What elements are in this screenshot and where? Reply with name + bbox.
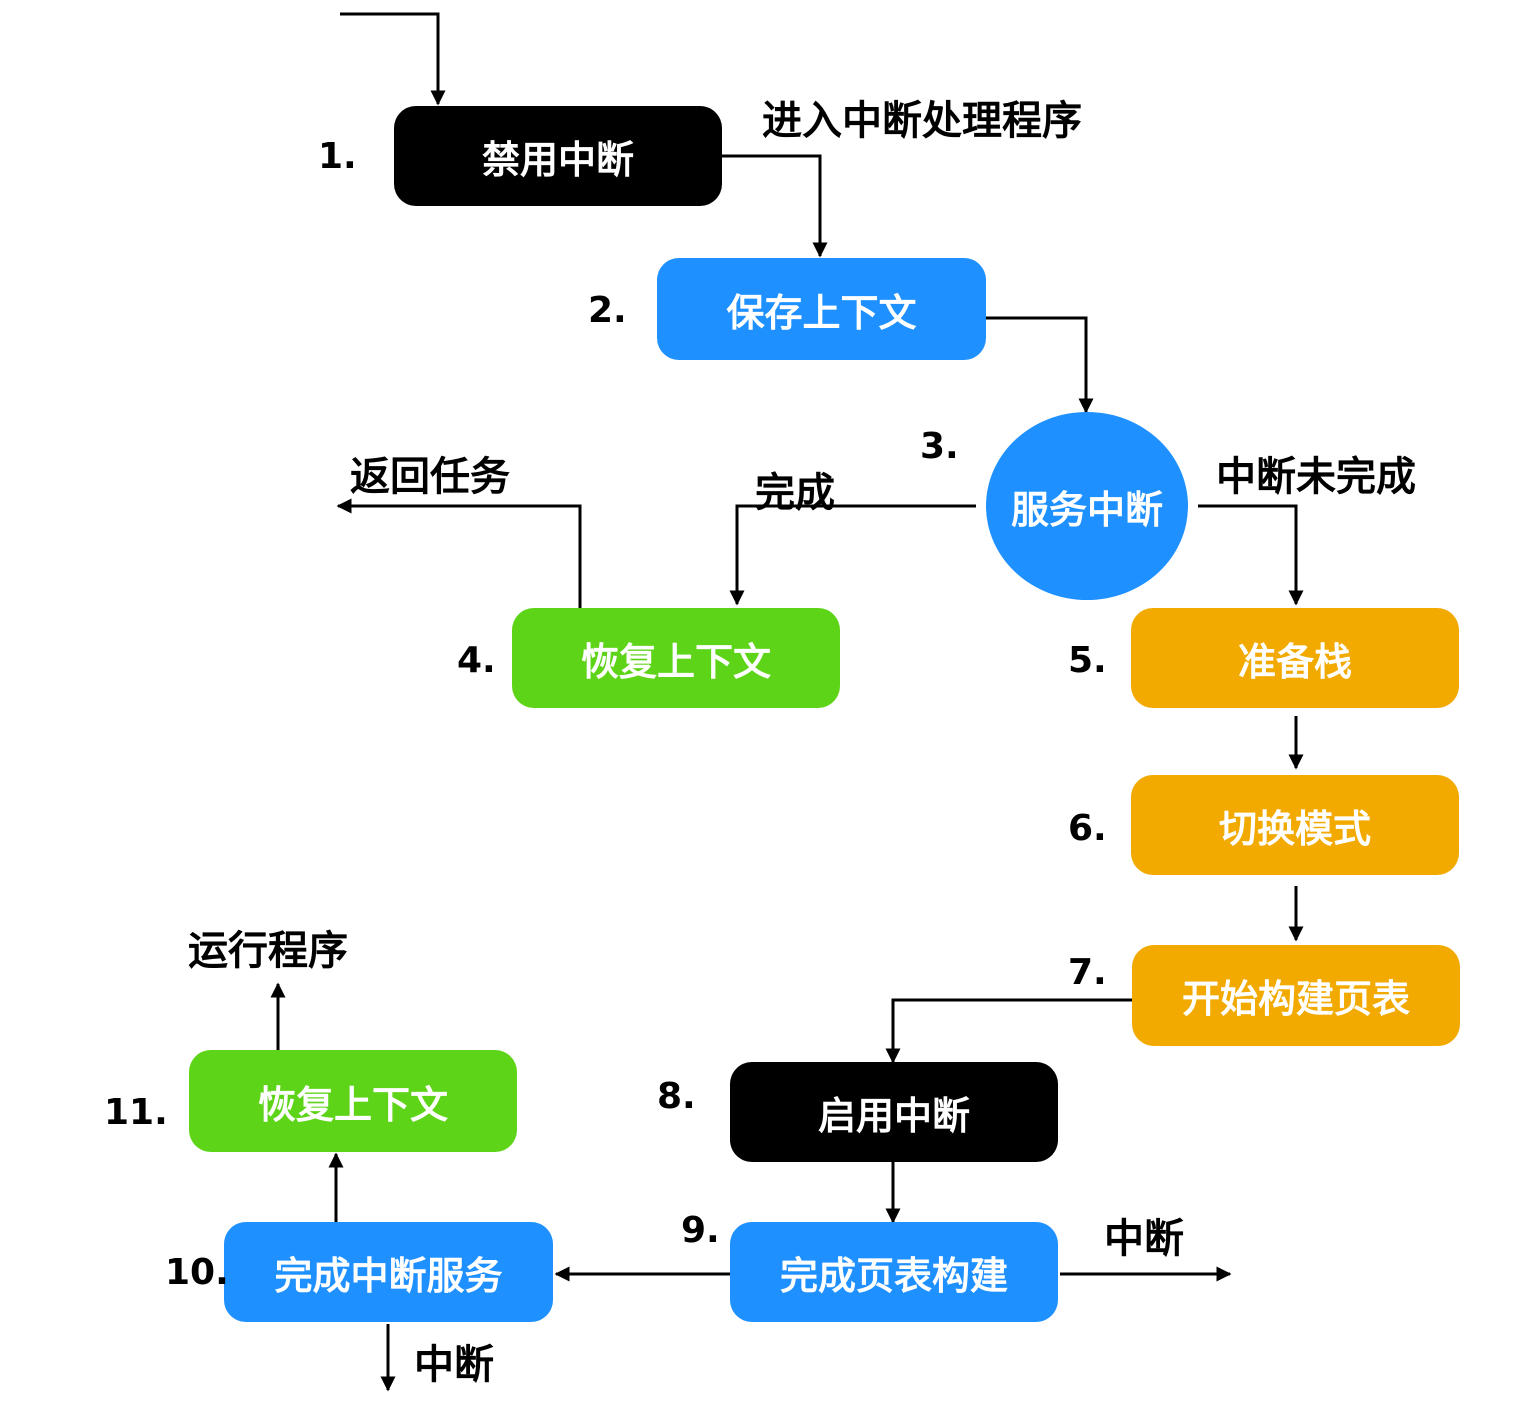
node-label: 恢复上下文: [580, 639, 771, 684]
label-interrupt-right: 中断: [1104, 1216, 1184, 1262]
node-label: 保存上下文: [726, 290, 917, 335]
step-number-11: 11.: [104, 1092, 168, 1133]
step-number-4: 4.: [457, 640, 496, 681]
node-label: 启用中断: [817, 1093, 970, 1138]
label-return-task: 返回任务: [350, 454, 510, 500]
step-number-1: 1.: [318, 136, 357, 177]
step-number-5: 5.: [1068, 640, 1107, 681]
node-label: 准备栈: [1237, 639, 1352, 684]
node-switch-mode: 切换模式: [1131, 775, 1459, 875]
step-number-3: 3.: [920, 426, 959, 467]
node-start-page-table: 开始构建页表: [1132, 945, 1460, 1046]
node-enable-interrupt: 启用中断: [730, 1062, 1058, 1162]
label-not-done: 中断未完成: [1216, 454, 1416, 500]
edge-n7-to-n8: [885, 998, 1132, 1064]
label-run-program: 运行程序: [188, 928, 348, 974]
label-done: 完成: [755, 470, 835, 516]
node-finish-interrupt-service: 完成中断服务: [224, 1222, 553, 1322]
edge-n2-to-n3: [986, 316, 1094, 414]
label-interrupt-bottom: 中断: [414, 1342, 494, 1388]
node-restore-context-2: 恢复上下文: [189, 1050, 517, 1152]
edge-n1-to-n2: [722, 154, 828, 258]
edge-n4-to-exit: [336, 498, 582, 608]
node-label: 恢复上下文: [257, 1082, 448, 1127]
node-restore-context-1: 恢复上下文: [512, 608, 840, 708]
node-label: 切换模式: [1218, 806, 1371, 851]
node-prepare-stack: 准备栈: [1131, 608, 1459, 708]
node-finish-page-table: 完成页表构建: [730, 1222, 1058, 1322]
node-label: 开始构建页表: [1181, 977, 1410, 1021]
step-number-6: 6.: [1068, 808, 1107, 849]
label-enter-handler: 进入中断处理程序: [762, 98, 1082, 144]
step-number-9: 9.: [681, 1210, 720, 1251]
node-service-interrupt: 服务中断: [986, 412, 1188, 600]
node-label: 禁用中断: [481, 137, 634, 182]
edge-n3-to-n4: [729, 504, 976, 606]
node-save-context: 保存上下文: [657, 258, 986, 360]
edge-entry-to-n1: [340, 12, 446, 106]
step-number-7: 7.: [1068, 952, 1107, 993]
node-disable-interrupt: 禁用中断: [394, 106, 722, 206]
node-label: 完成中断服务: [274, 1253, 503, 1298]
step-number-2: 2.: [588, 290, 627, 331]
step-number-10: 10.: [165, 1252, 229, 1293]
edge-n3-to-n5: [1198, 504, 1304, 606]
node-label: 服务中断: [1010, 487, 1163, 532]
step-number-8: 8.: [657, 1076, 696, 1117]
node-label: 完成页表构建: [779, 1253, 1008, 1298]
